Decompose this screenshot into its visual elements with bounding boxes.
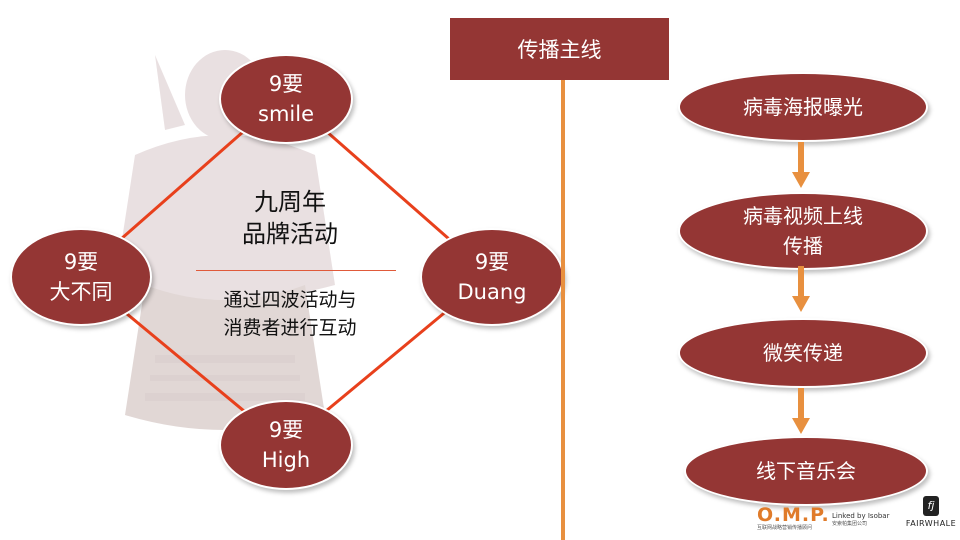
omp-logo-text: O.M.P. — [757, 504, 830, 526]
main-line-header: 传播主线 — [450, 18, 669, 80]
node-smile-line2: smile — [258, 102, 314, 126]
fairwhale-mark-icon: fj — [923, 496, 939, 516]
node-different-line2: 大不同 — [49, 280, 113, 304]
node-high-line1: 9要 — [268, 418, 304, 442]
node-duang: 9要 Duang — [420, 228, 564, 326]
node-smile-line1: 9要 — [268, 72, 304, 96]
fairwhale-logo-text: FAIRWHALE — [905, 519, 957, 528]
center-title-line1: 九周年 — [254, 188, 326, 216]
flow-arrow-2 — [792, 266, 810, 312]
flow-step-1-line1: 病毒海报曝光 — [743, 95, 863, 119]
flow-step-3-line1: 微笑传递 — [763, 341, 843, 365]
node-duang-line1: 9要 — [474, 250, 510, 274]
center-title-line2: 品牌活动 — [242, 220, 338, 248]
center-subtitle: 通过四波活动与 消费者进行互动 — [190, 286, 390, 342]
flow-step-4: 线下音乐会 — [684, 436, 928, 506]
node-high: 9要 High — [219, 400, 353, 490]
node-high-line2: High — [261, 448, 311, 472]
center-subtitle-line1: 通过四波活动与 — [223, 289, 357, 311]
isobar-logo-subtext: 安索帕集团公司 — [832, 521, 868, 527]
flow-arrow-1 — [792, 142, 810, 188]
flow-step-2: 病毒视频上线 传播 — [678, 192, 928, 270]
node-different-line1: 9要 — [63, 250, 99, 274]
center-divider — [196, 270, 396, 271]
node-smile: 9要 smile — [219, 54, 353, 144]
flow-step-4-line1: 线下音乐会 — [756, 459, 856, 483]
omp-logo-subtext: 互联网战略营销传播顾问 — [757, 525, 813, 531]
main-line-vertical — [561, 80, 565, 540]
isobar-logo-text: Linked by Isobar — [832, 512, 890, 520]
omp-logo: O.M.P. 互联网战略营销传播顾问 — [757, 504, 830, 535]
main-line-label: 传播主线 — [517, 38, 602, 62]
flow-step-1: 病毒海报曝光 — [678, 72, 928, 142]
flow-step-2-line2: 传播 — [783, 234, 823, 258]
node-different: 9要 大不同 — [10, 228, 152, 326]
flow-step-2-line1: 病毒视频上线 — [743, 204, 863, 228]
isobar-logo: Linked by Isobar 安索帕集团公司 — [832, 512, 902, 528]
center-subtitle-line2: 消费者进行互动 — [223, 317, 357, 339]
flow-arrow-3 — [792, 388, 810, 434]
fairwhale-logo: fj FAIRWHALE — [905, 496, 957, 538]
node-duang-line2: Duang — [457, 280, 527, 304]
flow-step-3: 微笑传递 — [678, 318, 928, 388]
center-title: 九周年 品牌活动 — [190, 186, 390, 250]
